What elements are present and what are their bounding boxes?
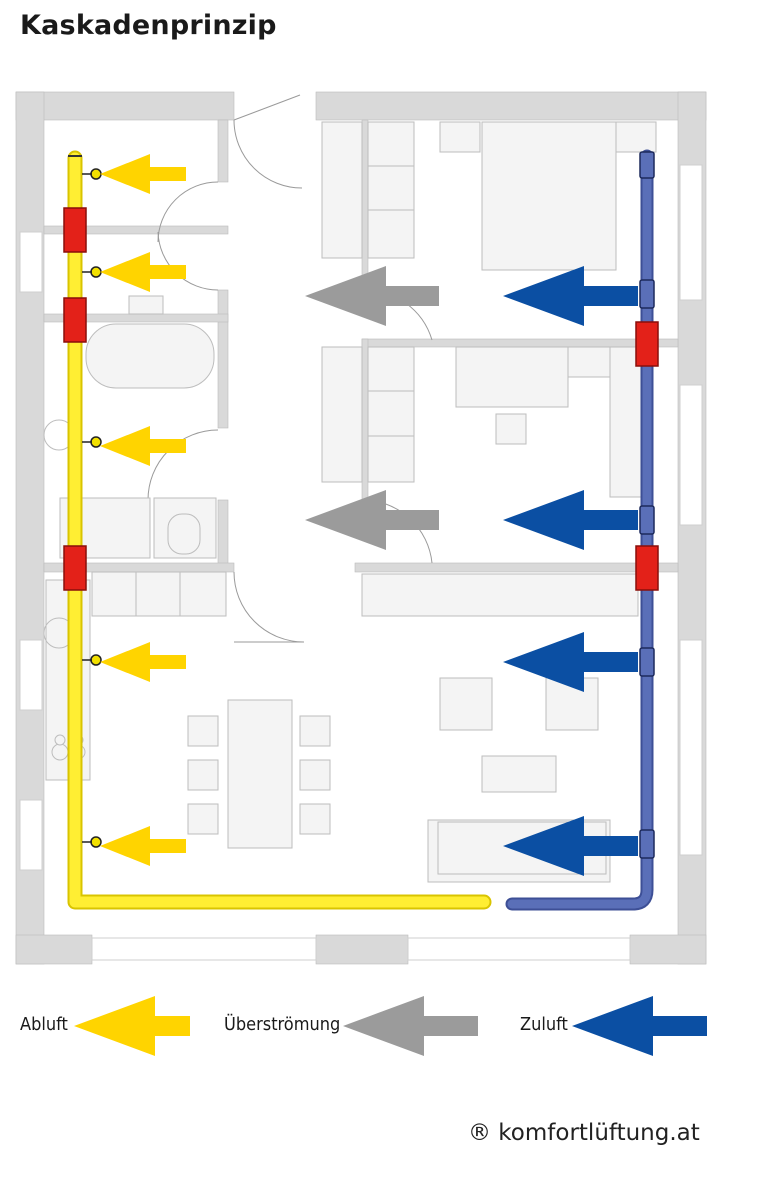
windows [19, 164, 703, 961]
legend-arrow-abluft [74, 996, 190, 1056]
supply-arrows [503, 266, 638, 876]
supply-valves [639, 151, 655, 859]
silencers [63, 207, 659, 591]
legend-label-zuluft: Zuluft [520, 1014, 568, 1035]
page-title: Kaskadenprinzip [20, 10, 277, 41]
supply-duct [505, 149, 654, 911]
legend-label-ueberstroemung: Überströmung [224, 1014, 341, 1035]
exhaust-valves [82, 168, 102, 848]
exhaust-duct [67, 150, 492, 910]
furniture [43, 121, 657, 883]
copyright-credit: ® komfortlüftung.at [468, 1120, 700, 1146]
overflow-arrows [305, 266, 439, 550]
exhaust-arrows [100, 154, 186, 866]
legend-arrow-ueberstroemung [343, 996, 478, 1056]
legend-arrow-zuluft [572, 996, 707, 1056]
legend-label-abluft: Abluft [20, 1014, 68, 1035]
